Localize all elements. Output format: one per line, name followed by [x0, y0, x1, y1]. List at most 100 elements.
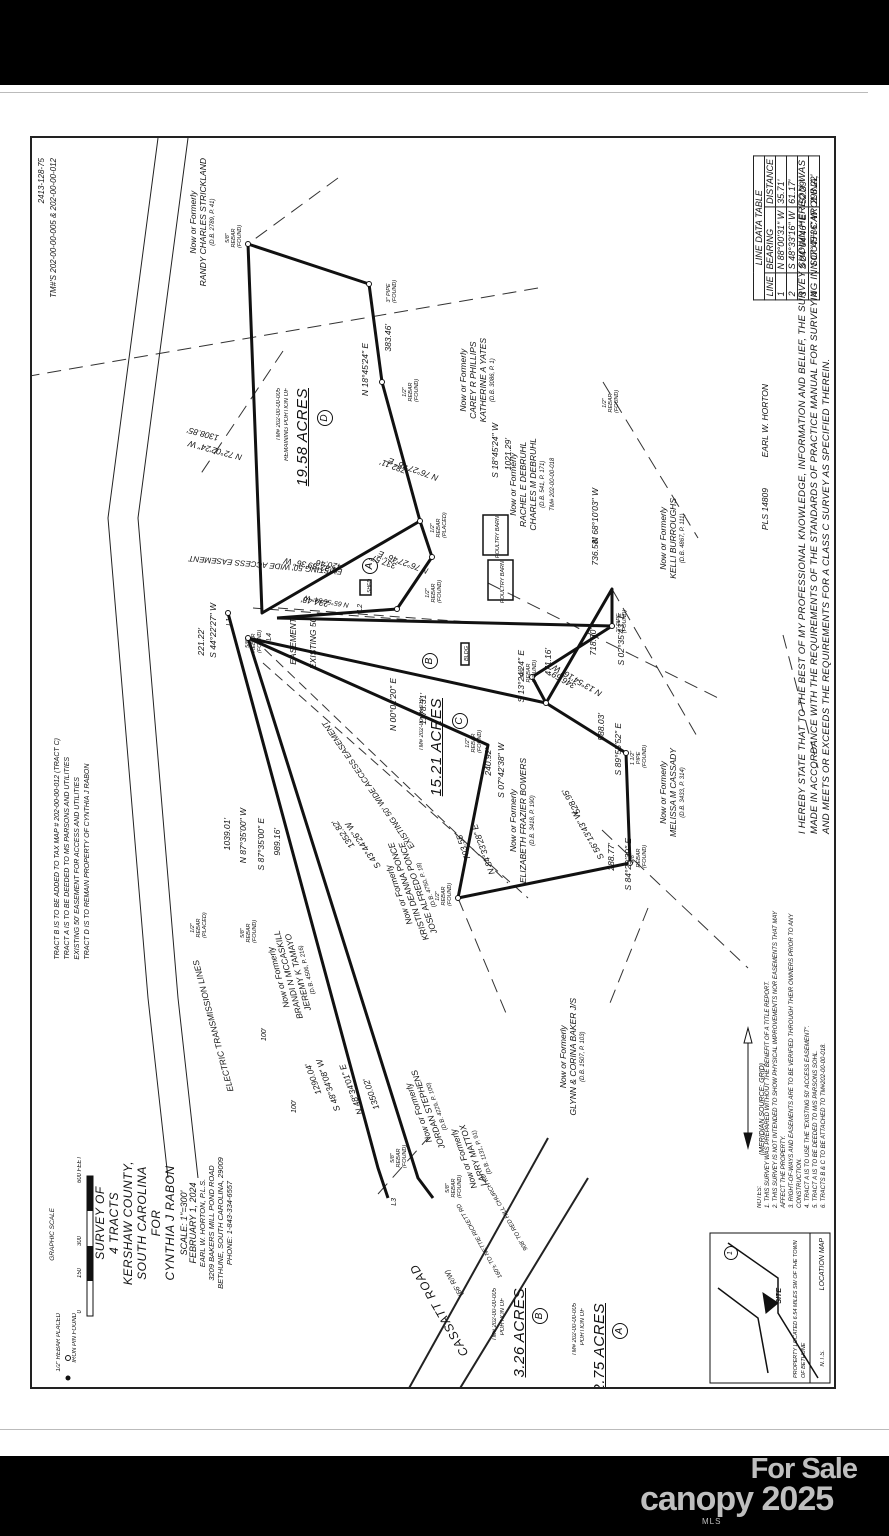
- monument-label: 5/8" REBAR (FOUND): [225, 224, 243, 248]
- owner-deed: (D.B. 3433, P. 314): [680, 767, 686, 818]
- owner-deed: (D.B. 1507, P. 103): [580, 1031, 586, 1083]
- tract-note: TRACT A IS TO BE DEEDED TO MS PARSONS AN…: [64, 756, 71, 960]
- tract-note: TRACT D IS TO REMAIN PROPERTY OF CYNTHIA…: [84, 763, 91, 960]
- monument-label: 3" PIPE (FOUND): [386, 279, 398, 303]
- bearing-label: 718.30': [588, 628, 598, 656]
- easement-line: [262, 662, 529, 899]
- monument-label: 2" PIPE (FOUND): [616, 609, 628, 633]
- top-rule: [0, 92, 868, 93]
- table-row: 2 S 48°33'16" W 61.17': [786, 155, 798, 300]
- legend-placed: 1/2" REBAR PLACED: [56, 1313, 62, 1372]
- tract-b-desc: PORTION OF: [500, 1298, 506, 1336]
- bearing-label: S 87°35'00" E: [256, 818, 266, 871]
- owner-tm: TM# 202-00-00-018: [550, 457, 556, 511]
- tract-d-desc: REMAINING PORTION OF: [284, 388, 290, 461]
- brand-year: 2025: [761, 1480, 835, 1518]
- tract-b-tm: TM# 202-00-00-005: [492, 1288, 498, 1342]
- poultry-barn-outline: [482, 514, 509, 556]
- adjoiner-line: [602, 381, 699, 539]
- line-label-l2: L2: [357, 604, 364, 612]
- monument-label: 1/2" REBAR (FOUND): [402, 378, 420, 402]
- monument-label: 1/2" REBAR (PLACED): [430, 512, 448, 538]
- cell-distance: 52.29': [797, 155, 809, 208]
- line-table-header: DISTANCE: [764, 155, 776, 208]
- title-client: CYNTHIA J RABON: [163, 1165, 177, 1281]
- owner-name: KATHERINE A YATES: [478, 338, 488, 423]
- owner-deed: (D.B. 3086, P. 1): [490, 358, 496, 403]
- bearing-label: S 44°22'27" W: [208, 603, 218, 658]
- owner-prefix: Now or Formerly: [558, 1025, 568, 1089]
- bearing-label: 588.03': [596, 713, 606, 741]
- adjoiner-cassady: Now or Formerly MELISSA M CASSADY (D.B. …: [658, 748, 688, 837]
- tract-b-letter: B: [422, 653, 438, 669]
- line-label-l4: L4: [266, 633, 273, 641]
- tract-b-letter-legend: B: [532, 1308, 548, 1324]
- cell-bearing: S 48°33'16" W: [786, 207, 798, 273]
- frontage-line-lower: [226, 612, 390, 1199]
- easement-line: [252, 637, 509, 884]
- graphic-scale-bar: [86, 1175, 94, 1317]
- monument-label: 5/8" REBAR (FOUND): [390, 1144, 408, 1168]
- tract-c-letter: C: [452, 713, 468, 729]
- title-address1: 3209 BAKERS MILL POND ROAD: [207, 1165, 216, 1281]
- notes-block: NOTES: 1. THIS SURVEY WAS PREPARED WITHO…: [756, 898, 828, 1208]
- adjoiner-strickland: Now or Formerly RANDY CHARLES STRICKLAND…: [188, 158, 218, 286]
- monument-label: 5/8" REBAR (FOUND): [245, 629, 263, 653]
- monument-label: 1/2" REBAR (FOUND): [465, 729, 483, 753]
- line-table-title: LINE DATA TABLE: [753, 155, 765, 300]
- table-row: 4 N 07°45'36" W 298.22': [808, 155, 820, 300]
- location-map-site: SITE: [776, 1288, 783, 1304]
- title-tract-count: 4 TRACTS: [107, 1192, 121, 1255]
- bldg-outline: [460, 642, 470, 666]
- owner-prefix: Now or Formerly: [658, 761, 668, 824]
- tract-b-boundary: [276, 587, 614, 705]
- adjoiner-baker: Now or Formerly GLYNN & CORINA BAKER J/S…: [558, 998, 588, 1115]
- road-edge: [447, 1177, 589, 1387]
- bottom-rule: [0, 1429, 889, 1430]
- frontage-line-upper: [246, 637, 435, 1199]
- transmission-line: [137, 138, 199, 1179]
- table-row: 1 N 88°00'31" W 35.71': [775, 155, 787, 300]
- legend-found-symbol: [65, 1355, 71, 1361]
- adjoiner-line: [197, 350, 284, 479]
- graphic-scale-label: GRAPHIC SCALE: [49, 1208, 56, 1261]
- tract-d-acres: 19.58 ACRES: [294, 388, 311, 487]
- title-block: SURVEY OF 4 TRACTS KERSHAW COUNTY, SOUTH…: [93, 1138, 234, 1308]
- easement-label: EXISTING 50': [308, 616, 318, 670]
- note-item: 3. RIGHT-OF-WAYS AND EASEMENTS ARE TO BE…: [789, 913, 803, 1208]
- tract-d-letter: D: [317, 410, 333, 426]
- surveyor-pls: PLS 14809: [760, 488, 770, 531]
- tract-d-tm: TM# 202-00-00-005: [276, 388, 282, 442]
- location-map-nts: N.T.S.: [820, 1350, 826, 1367]
- building-label: POULTRY BARN: [495, 516, 501, 559]
- building-label: POULTRY BARN: [500, 561, 506, 604]
- tract-note: EXISTING 50' EASEMENT FOR ACCESS AND UTI…: [74, 777, 81, 960]
- line-data-table: LINE DATA TABLE LINE BEARING DISTANCE 1 …: [753, 155, 820, 300]
- location-map-desc: PROPERTY LOCATED 6.54 MILES SW OF THE TO…: [793, 1240, 807, 1378]
- title-county: KERSHAW COUNTY, SOUTH CAROLINA: [121, 1160, 149, 1286]
- tract-a-desc: PORTION OF: [580, 1308, 586, 1346]
- tract-a-letter-legend: A: [612, 1323, 628, 1339]
- top-black-bar: [0, 0, 889, 85]
- note-item: 2. THIS SURVEY IS NOT INTENDED TO SHOW P…: [773, 911, 787, 1208]
- monument-label: 5/8" REBAR (FOUND): [520, 659, 538, 683]
- owner-name: KELLI BURROUGHS: [668, 498, 678, 579]
- title-for: FOR: [149, 1209, 163, 1237]
- transmission-line: [107, 138, 169, 1179]
- adjoiner-line: [782, 634, 819, 769]
- plat-rotated-canvas: I HEREBY STATE THAT TO THE BEST OF MY PR…: [32, 138, 834, 1389]
- bearing-label: 383.46': [383, 324, 393, 352]
- scale-tick: 0: [77, 1310, 83, 1314]
- bearing-label: N 68°10'03" W: [590, 488, 600, 544]
- adjoiner-line: [247, 177, 339, 245]
- tract-a-acres: 2.75 ACRES: [591, 1303, 608, 1389]
- owner-name: RACHEL E DEBRUHL: [518, 441, 528, 527]
- bearing-label: 221.22': [196, 628, 206, 656]
- bearing-label: N 87°35'00" W: [238, 808, 248, 864]
- bearing-label: 288.77': [606, 843, 616, 871]
- bearing-label: 1021.29': [503, 438, 513, 471]
- bearing-label: N 00°01'20" E: [388, 678, 398, 731]
- watermark-for-sale: For Sale: [750, 1453, 858, 1485]
- notes-title: NOTES:: [757, 1185, 763, 1208]
- width-label: 100': [261, 1028, 268, 1042]
